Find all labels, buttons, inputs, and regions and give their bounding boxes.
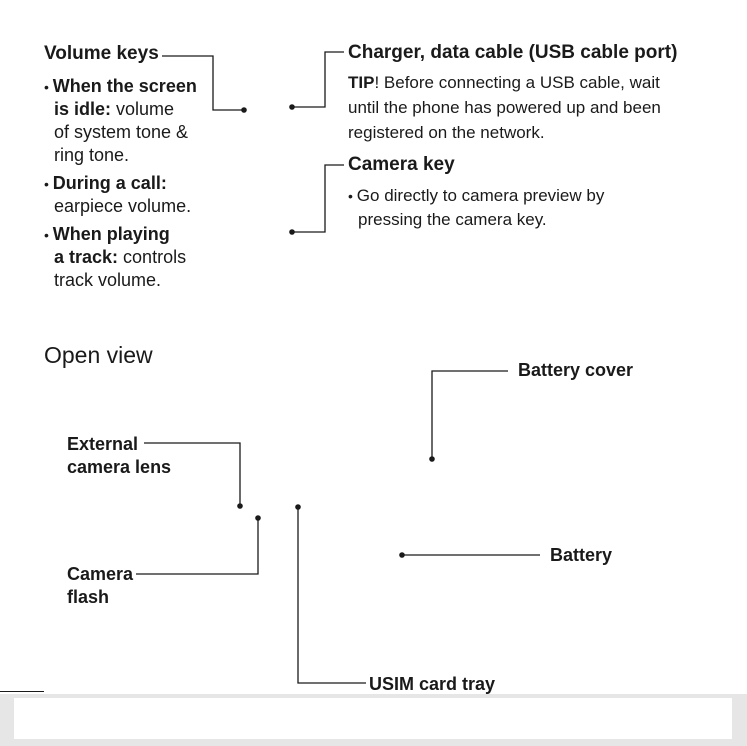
volume-keys-leader [162, 55, 244, 111]
volume-item3-text: controls [118, 247, 187, 267]
manual-page: Volume keys When the screen is idle: vol… [0, 0, 747, 694]
volume-keys-dot [241, 107, 247, 113]
battery-dot [399, 552, 405, 558]
charger-tip-line2: until the phone has powered up and been [348, 98, 661, 117]
volume-item2-line2: earpiece volume. [54, 196, 192, 216]
camera-key-line2: pressing the camera key. [358, 210, 547, 229]
battery-cover-leader [431, 370, 508, 459]
volume-item3-line1: When playing [44, 222, 170, 247]
camera-flash-leader [136, 518, 259, 575]
camera-key-title: Camera key [348, 154, 455, 175]
camera-flash-label-2: flash [67, 587, 110, 607]
usim-label: USIM card tray [369, 674, 496, 694]
camera-key-leader [292, 164, 344, 233]
volume-keys-title: Volume keys [44, 43, 159, 64]
charger-leader [292, 51, 344, 108]
tip-text: ! Before connecting a USB cable, wait [374, 73, 660, 92]
external-lens-leader [144, 442, 241, 506]
external-lens-label-2: camera lens [67, 457, 172, 477]
footer-bar [14, 698, 732, 739]
charger-dot [289, 104, 295, 110]
external-lens-label-1: External [67, 434, 139, 454]
volume-item2-line1: During a call: [44, 171, 167, 196]
volume-item1-line1: When the screen [44, 74, 197, 99]
callout-lines [136, 51, 540, 684]
battery-cover-dot [429, 456, 435, 462]
camera-key-dot [289, 229, 295, 235]
battery-cover-label: Battery cover [518, 360, 634, 380]
volume-item1-line2: is idle: volume [54, 97, 174, 121]
charger-tip-line1: TIP! Before connecting a USB cable, wait [348, 71, 660, 95]
volume-item3-bold: a track: [54, 247, 119, 267]
usim-leader [297, 507, 366, 684]
camera-key-line1: Go directly to camera preview by [348, 184, 605, 208]
volume-item3-line2: a track: controls [54, 245, 186, 269]
usim-dot [295, 504, 301, 510]
camera-flash-dot [255, 515, 261, 521]
open-view-title: Open view [44, 342, 153, 368]
tip-label: TIP [348, 73, 375, 92]
volume-item3-line3: track volume. [54, 270, 162, 290]
battery-label: Battery [550, 545, 613, 565]
page-edge-mark [0, 691, 44, 692]
volume-item1-line3: of system tone & [54, 122, 189, 142]
camera-flash-label-1: Camera [67, 564, 134, 584]
charger-tip-line3: registered on the network. [348, 123, 545, 142]
volume-item1-bold: is idle: [54, 99, 112, 119]
external-lens-dot [237, 503, 243, 509]
charger-title: Charger, data cable (USB cable port) [348, 42, 678, 63]
volume-item1-text: volume [111, 99, 175, 119]
volume-item1-line4: ring tone. [54, 145, 130, 165]
